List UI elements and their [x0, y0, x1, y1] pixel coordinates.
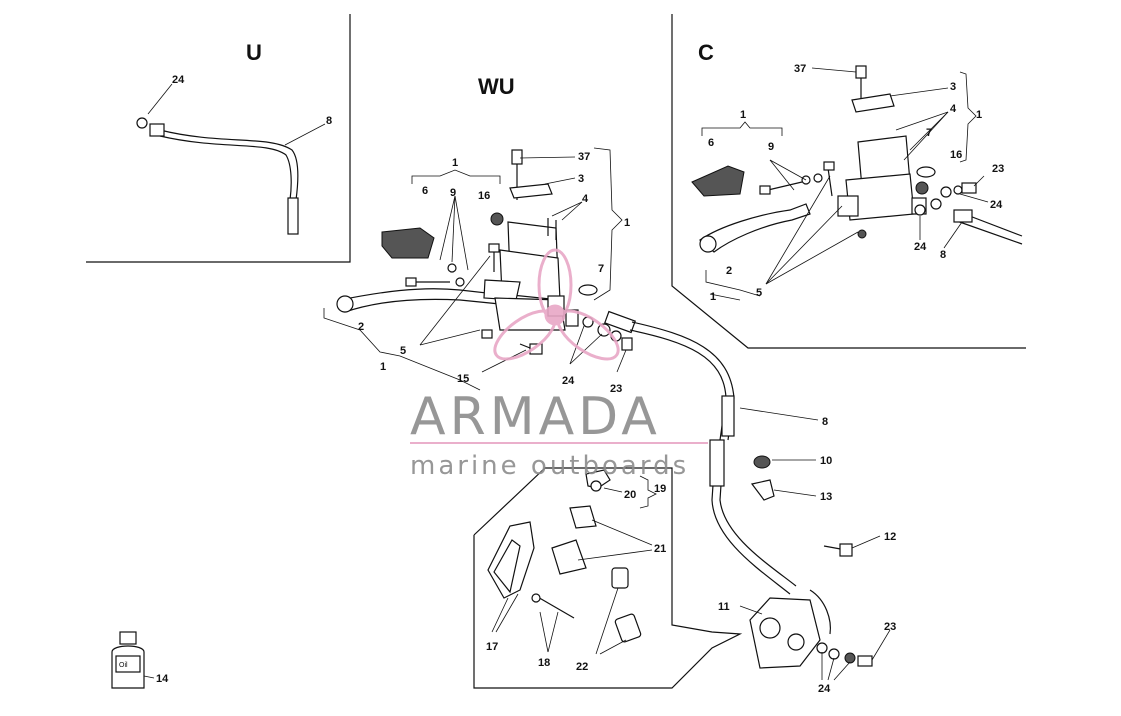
- label-c-16: 16: [950, 149, 962, 161]
- wu-master-cylinder: [323, 147, 633, 391]
- label-c-24-bottom: 24: [914, 241, 927, 253]
- section-wu-title: WU: [478, 74, 515, 99]
- bottle-label: Oil: [119, 662, 128, 669]
- label-wu-4: 4: [582, 193, 589, 205]
- label-wu-1-top: 1: [452, 157, 458, 169]
- label-c-2: 2: [726, 265, 732, 277]
- label-22: 22: [576, 661, 588, 673]
- label-c-9: 9: [768, 141, 774, 153]
- brake-hose: [604, 310, 831, 635]
- label-c-37: 37: [794, 63, 806, 75]
- label-12: 12: [884, 531, 896, 543]
- section-c-frame: [671, 14, 1026, 349]
- label-wu-23: 23: [610, 383, 622, 395]
- label-c-23: 23: [992, 163, 1004, 175]
- u-hose-assembly: [136, 83, 326, 235]
- label-wu-24: 24: [562, 375, 575, 387]
- label-wu-37: 37: [578, 151, 590, 163]
- label-u-8: 8: [326, 115, 332, 127]
- label-hose-8: 8: [822, 416, 828, 428]
- label-wu-1-right: 1: [624, 217, 630, 229]
- watermark-tagline: marine outboards: [410, 451, 689, 481]
- caliper-kit-frame: [473, 467, 743, 689]
- label-c-1-right: 1: [976, 109, 982, 121]
- label-17: 17: [486, 641, 498, 653]
- label-24: 24: [818, 683, 831, 695]
- label-wu-6: 6: [422, 185, 428, 197]
- label-c-24-right: 24: [990, 199, 1003, 211]
- label-c-8: 8: [940, 249, 946, 261]
- label-c-5: 5: [756, 287, 762, 299]
- label-23: 23: [884, 621, 896, 633]
- label-c-4: 4: [950, 103, 957, 115]
- label-19: 19: [654, 483, 666, 495]
- label-20: 20: [624, 489, 636, 501]
- caliper-hardware: [739, 455, 891, 681]
- label-c-1-bottom: 1: [710, 291, 716, 303]
- section-c-title: C: [698, 40, 714, 65]
- label-u-24: 24: [172, 74, 185, 86]
- label-c-6: 6: [708, 137, 714, 149]
- label-wu-15: 15: [457, 373, 469, 385]
- label-wu-3: 3: [578, 173, 584, 185]
- label-c-7: 7: [926, 127, 932, 139]
- c-master-cylinder: [691, 65, 1023, 301]
- label-wu-2: 2: [358, 321, 364, 333]
- label-c-1-top: 1: [740, 109, 746, 121]
- watermark-brand: ARMADA: [410, 387, 661, 447]
- label-13: 13: [820, 491, 832, 503]
- label-wu-7: 7: [598, 263, 604, 275]
- label-18: 18: [538, 657, 550, 669]
- label-14: 14: [156, 673, 169, 685]
- label-11: 11: [718, 601, 730, 613]
- brake-fluid-bottle: Oil: [111, 631, 155, 689]
- label-wu-9: 9: [450, 187, 456, 199]
- label-10: 10: [820, 455, 832, 467]
- section-u-title: U: [246, 40, 262, 65]
- label-wu-5: 5: [400, 345, 406, 357]
- label-wu-16: 16: [478, 190, 490, 202]
- armada-watermark: ARMADA marine outboards: [410, 248, 708, 481]
- label-c-3: 3: [950, 81, 956, 93]
- propeller-logo: [493, 248, 620, 361]
- label-wu-1-bottom: 1: [380, 361, 386, 373]
- caliper-kit-contents: [487, 469, 657, 655]
- label-21: 21: [654, 543, 666, 555]
- section-u-frame: [86, 14, 351, 263]
